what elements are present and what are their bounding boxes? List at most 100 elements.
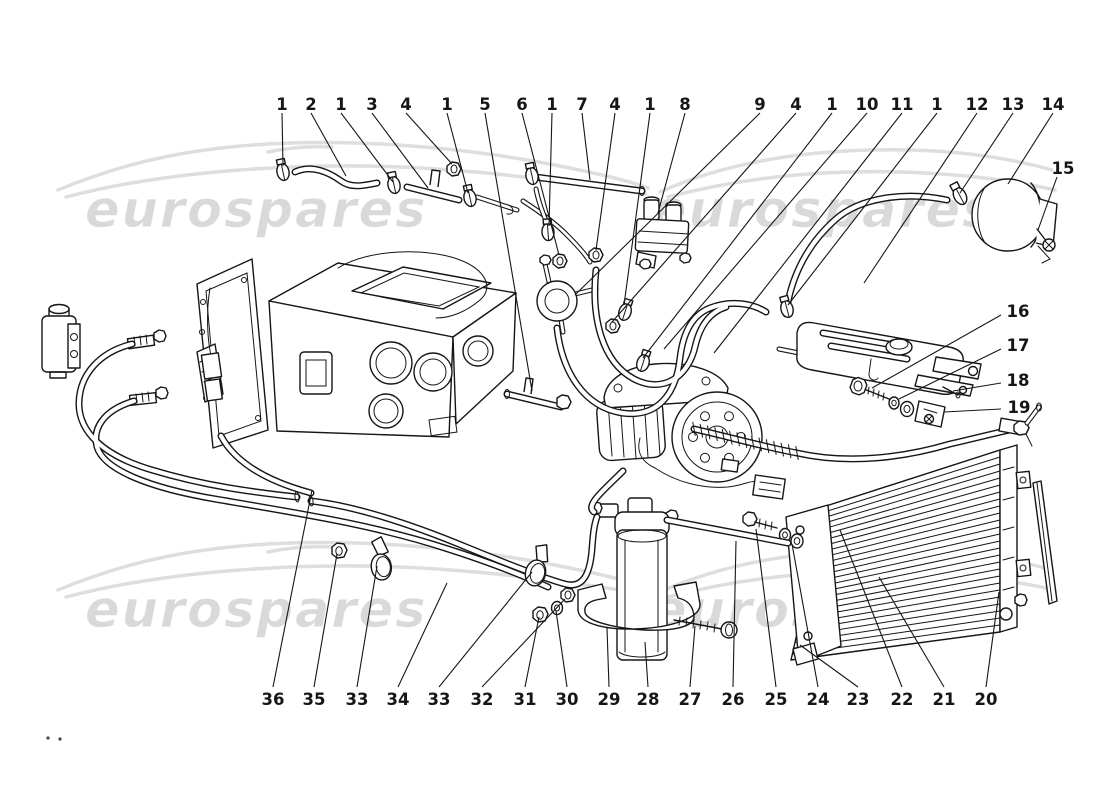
- part-callout-7[interactable]: 7: [576, 95, 587, 114]
- part-callout-33[interactable]: 33: [346, 690, 369, 709]
- leader-line-part-10: [663, 112, 868, 350]
- receiver-drier: [577, 497, 701, 661]
- condenser: [785, 444, 1058, 666]
- part-callout-23[interactable]: 23: [847, 690, 870, 709]
- part-callout-9[interactable]: 9: [754, 95, 765, 114]
- part-callout-12[interactable]: 12: [966, 95, 989, 114]
- leader-line-part-1: [787, 112, 938, 306]
- leader-line-part-23: [799, 644, 859, 688]
- part-callout-1[interactable]: 1: [335, 95, 346, 114]
- hose-clamps: [275, 157, 794, 372]
- part-callout-17[interactable]: 17: [1007, 336, 1030, 355]
- elbow-fitting: [998, 402, 1042, 447]
- leader-line-part-1: [281, 112, 284, 167]
- part-callout-4[interactable]: 4: [790, 95, 801, 114]
- part-callout-10[interactable]: 10: [856, 95, 879, 114]
- part-callout-4[interactable]: 4: [609, 95, 620, 114]
- part-callout-8[interactable]: 8: [679, 95, 690, 114]
- part-callout-35[interactable]: 35: [303, 690, 326, 709]
- leader-line-part-20: [985, 591, 1000, 688]
- part-callout-1[interactable]: 1: [931, 95, 942, 114]
- part-callout-33[interactable]: 33: [428, 690, 451, 709]
- part-callout-1[interactable]: 1: [276, 95, 287, 114]
- part-callout-36[interactable]: 36: [262, 690, 285, 709]
- part-callout-32[interactable]: 32: [471, 690, 494, 709]
- part-callout-5[interactable]: 5: [479, 95, 490, 114]
- part-callout-24[interactable]: 24: [807, 690, 830, 709]
- part-callout-13[interactable]: 13: [1002, 95, 1025, 114]
- part-callout-25[interactable]: 25: [765, 690, 788, 709]
- leader-line-part-3: [371, 112, 429, 189]
- leader-line-part-34: [397, 582, 448, 688]
- leader-line-part-19: [943, 408, 1002, 413]
- hose-clamp-13: [949, 181, 968, 206]
- callout-leader-lines: [272, 112, 1058, 688]
- water-valve: [536, 254, 599, 335]
- tank-bracket-hardware: [849, 376, 961, 428]
- part-callout-30[interactable]: 30: [556, 690, 579, 709]
- leader-line-part-14: [1007, 112, 1054, 185]
- eurospares-watermark-text: eurospares: [85, 181, 427, 240]
- part-callout-31[interactable]: 31: [514, 690, 537, 709]
- part-callout-22[interactable]: 22: [891, 690, 914, 709]
- leader-line-part-13: [959, 112, 1014, 194]
- part-callout-11[interactable]: 11: [891, 95, 914, 114]
- leader-line-part-24: [791, 543, 819, 688]
- leader-line-part-1: [642, 112, 833, 359]
- p-clamps: [370, 536, 549, 587]
- leader-line-part-8: [657, 112, 686, 214]
- leader-line-part-25: [755, 528, 777, 688]
- leader-line-part-4: [595, 112, 616, 251]
- leader-line-part-26: [732, 540, 737, 688]
- leader-line-part-28: [644, 641, 649, 688]
- clamp-bolt: [673, 616, 738, 639]
- part-callout-21[interactable]: 21: [933, 690, 956, 709]
- part-callout-1[interactable]: 1: [441, 95, 452, 114]
- part-callout-1[interactable]: 1: [546, 95, 557, 114]
- leader-line-part-27: [689, 625, 696, 688]
- diagram-artwork: [41, 157, 1058, 741]
- part-callout-6[interactable]: 6: [516, 95, 527, 114]
- leader-line-part-5: [484, 112, 533, 392]
- part-callout-3[interactable]: 3: [366, 95, 377, 114]
- leader-line-part-33: [438, 571, 533, 688]
- leader-line-part-16: [871, 314, 1002, 389]
- hose-fitting: [128, 386, 169, 407]
- leader-line-part-33: [356, 565, 378, 688]
- leader-line-part-2: [310, 112, 347, 177]
- leader-line-part-22: [839, 529, 903, 688]
- part-callout-29[interactable]: 29: [598, 690, 621, 709]
- leader-line-part-1: [548, 112, 553, 227]
- wire-harness: [638, 437, 786, 500]
- nuts-washers: [331, 161, 621, 623]
- leader-line-part-4: [405, 112, 453, 165]
- part-callout-1[interactable]: 1: [644, 95, 655, 114]
- condenser-mount-bolt: [742, 511, 804, 549]
- part-callout-34[interactable]: 34: [387, 690, 410, 709]
- expansion-valve: [41, 303, 81, 379]
- leader-line-part-9: [574, 112, 761, 296]
- heater-box: [196, 251, 517, 449]
- leader-line-part-11: [713, 112, 903, 354]
- hoses: [75, 165, 1018, 591]
- part-callout-14[interactable]: 14: [1042, 95, 1065, 114]
- vacuum-capsule: [971, 178, 1058, 264]
- drier-clamp-band: [577, 581, 701, 631]
- part-callout-4[interactable]: 4: [400, 95, 411, 114]
- part-callout-16[interactable]: 16: [1007, 302, 1030, 321]
- part-callout-27[interactable]: 27: [679, 690, 702, 709]
- part-callout-28[interactable]: 28: [637, 690, 660, 709]
- part-callout-26[interactable]: 26: [722, 690, 745, 709]
- leader-line-part-1: [623, 112, 651, 306]
- part-callout-1[interactable]: 1: [826, 95, 837, 114]
- leader-line-part-29: [606, 627, 610, 688]
- leader-line-part-1: [446, 112, 469, 194]
- part-callout-20[interactable]: 20: [975, 690, 998, 709]
- part-callout-18[interactable]: 18: [1007, 371, 1030, 390]
- part-callout-15[interactable]: 15: [1052, 159, 1075, 178]
- part-callout-2[interactable]: 2: [305, 95, 316, 114]
- leader-line-part-12: [863, 112, 978, 284]
- part-callout-19[interactable]: 19: [1008, 398, 1031, 417]
